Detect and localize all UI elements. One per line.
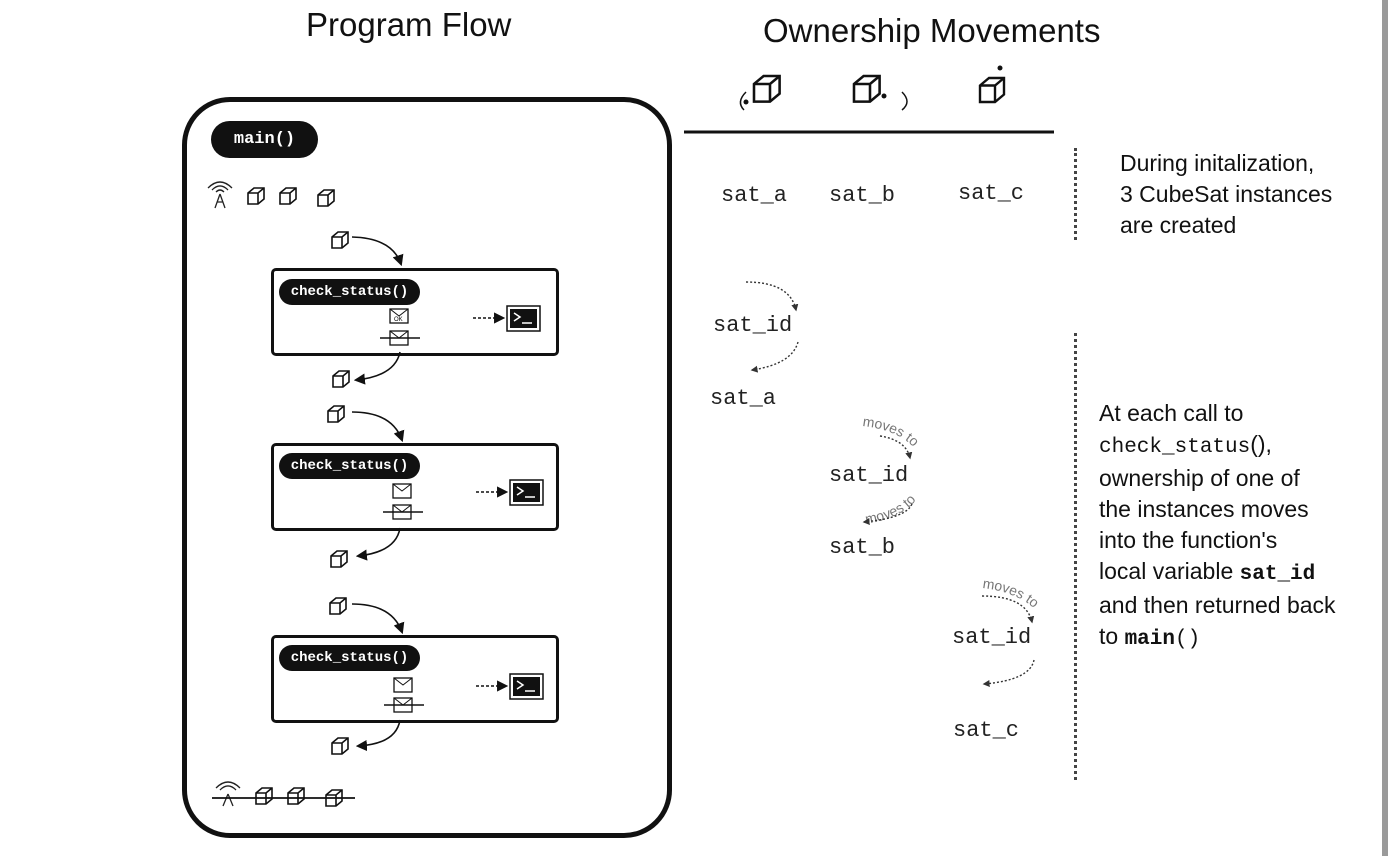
call-note-line: to main() [1099,621,1374,655]
local-sat-id: sat_id [713,313,793,338]
dotted-separator [1074,148,1077,240]
returned-sat-c: sat_c [953,718,1020,743]
init-note-line: are created [1120,212,1237,238]
call-note-parens: () [1175,628,1201,651]
main-label-pill: main() [211,121,318,158]
code-check-status: check_status [1099,436,1251,459]
call-note-line: local variable sat_id [1099,556,1374,590]
instance-sat-a: sat_a [721,183,788,208]
mail-ok-icon: OK [389,308,409,324]
antenna-icon [215,781,241,807]
returned-sat-b: sat_b [829,535,896,560]
move-out-arrow [750,341,799,373]
antenna-icon [207,181,233,209]
move-in-arrow [745,281,799,312]
terminal-icon [506,305,541,332]
call-in-arrow [351,411,405,443]
call-block-details: OK [212,231,544,807]
cubesat-icon [287,787,305,805]
check-status-pill: check_status() [279,645,420,671]
cubesat-icon [327,405,345,423]
cubesat-icon [329,597,347,615]
init-note: During initalization, 3 CubeSat instance… [1120,148,1370,241]
call-block [271,443,559,531]
ownership-title: Ownership Movements [763,12,1101,49]
call-note-line: into the function's [1099,527,1278,553]
main-function-box [182,97,672,838]
call-block [271,268,559,356]
returned-sat-a: sat_a [710,386,777,411]
cubesat-icon [331,737,349,755]
check-status-pill: check_status() [279,279,420,305]
check-status-pill: check_status() [279,453,420,479]
instance-sat-b: sat_b [829,183,896,208]
mail-ok-crossed-icon [380,330,420,346]
call-note-text: (), [1250,431,1272,457]
call-note-line: the instances moves [1099,496,1309,522]
ownership-header-icons [684,65,1054,134]
call-note-line: ownership of one of [1099,465,1300,491]
cubesat-icon [331,231,349,249]
mail-ok-icon [392,483,412,499]
moves-to-label: moves to [982,575,1043,611]
final-instances-dropped [212,781,355,807]
initial-instances-row [207,181,335,209]
cubesat-icon [330,550,348,568]
call-note-line: At each call to [1099,400,1244,426]
call-note: At each call to check_status(), ownershi… [1099,398,1374,655]
cubesat-icon [752,74,781,103]
terminal-icon [509,673,544,700]
scrollbar-thumb[interactable] [1382,0,1388,856]
cubesat-icon [978,76,1006,104]
instance-sat-c: sat_c [958,181,1025,206]
local-sat-id: sat_id [952,625,1032,650]
dotted-separator [1074,333,1077,780]
cubesat-icon [332,370,350,388]
call-note-line: check_status(), [1099,429,1374,463]
init-note-line: During initalization, [1120,150,1315,176]
call-note-text: to [1099,623,1125,649]
init-note-line: 3 CubeSat instances [1120,181,1333,207]
return-arrow [355,719,401,752]
mail-ok-crossed-icon [384,697,424,713]
call-in-arrow [351,603,405,635]
cubesat-icon [255,787,273,805]
mail-ok-icon [393,677,413,693]
return-arrow [355,527,401,561]
ownership-movement-arrows: moves to moves to moves to [745,281,1043,688]
move-out-arrow [982,659,1035,688]
move-in-arrow [879,435,913,460]
mail-ok-text: OK [394,317,403,323]
call-note-line: and then returned back [1099,592,1336,618]
mail-ok-crossed-icon [383,504,423,520]
terminal-icon [509,479,544,506]
move-in-arrow [981,595,1035,624]
cubesat-icon [852,74,881,103]
return-arrow [353,351,401,385]
moves-to-label: moves to [862,413,923,449]
call-note-text: local variable [1099,558,1240,584]
local-sat-id: sat_id [829,463,909,488]
code-main: main [1124,628,1175,651]
program-flow-title: Program Flow [306,6,512,43]
call-in-arrow [351,236,404,267]
call-block [271,635,559,723]
code-sat-id: sat_id [1239,563,1316,586]
